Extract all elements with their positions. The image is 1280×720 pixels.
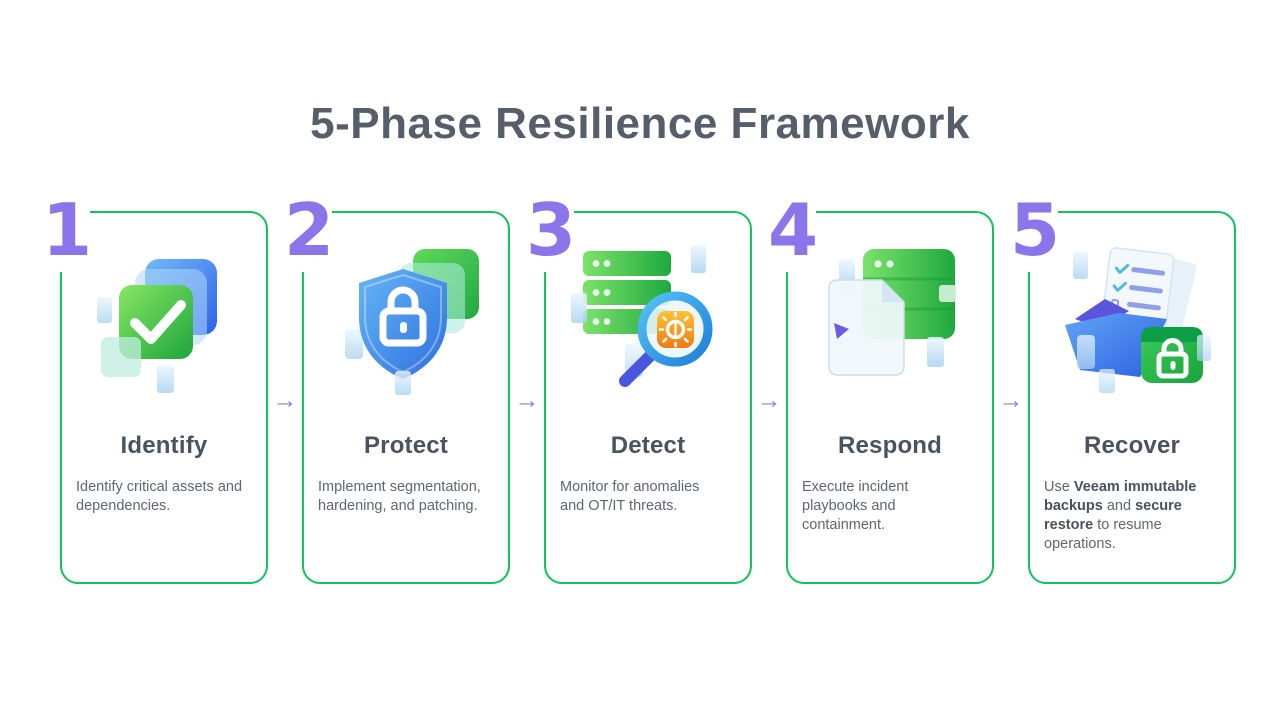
card-border [786, 211, 994, 584]
phase-number: 2 [284, 188, 335, 272]
server-magnifier-bug-icon [563, 237, 733, 397]
phase-card-respond: 4 Respond Execute incident playbooks and… [768, 194, 994, 584]
arrow-right-icon: → [756, 386, 782, 414]
folder-lock-backup-icon [1047, 237, 1217, 397]
phase-number: 5 [1010, 188, 1061, 272]
corner-mask [1025, 208, 1058, 272]
phase-title: Identify [120, 432, 208, 459]
phase-title: Protect [363, 432, 449, 459]
phase-card-detect: 3 [526, 194, 752, 584]
phase-description: Identify critical assets and dependencie… [76, 479, 243, 514]
corner-mask [57, 208, 90, 272]
corner-mask [541, 208, 574, 272]
phase-number: 3 [526, 188, 577, 272]
stacked-squares-check-icon [79, 237, 249, 397]
phase-description: Implement segmentation, hardening, and p… [318, 479, 481, 514]
card-border [1028, 211, 1236, 584]
document-restore-server-icon [805, 237, 975, 397]
phase-description: Monitor for anomalies and OT/IT threats. [560, 479, 700, 514]
corner-mask [783, 208, 816, 272]
arrow-right-icon: → [514, 386, 540, 414]
phase-title: Detect [610, 432, 686, 459]
card-border [544, 211, 752, 584]
arrow-right-icon: → [998, 386, 1024, 414]
arrow-right-icon: → [272, 386, 298, 414]
phase-card-protect: 2 Protect Implement segmentation, harden… [284, 194, 510, 584]
phase-number: 1 [42, 188, 93, 272]
shield-lock-icon [321, 237, 491, 397]
phase-card-identify: 1 Identify Identify critical assets and … [42, 194, 268, 584]
phase-title: Recover [1083, 432, 1181, 459]
page-title: 5-Phase Resilience Framework [310, 99, 970, 149]
corner-mask [299, 208, 332, 272]
phase-title: Respond [837, 432, 943, 459]
phase-description: Use Veeam immutable backups and secure r… [1044, 479, 1197, 552]
card-border [302, 211, 510, 584]
phase-number: 4 [768, 188, 819, 272]
card-border [60, 211, 268, 584]
phase-card-recover: 5 [1010, 194, 1236, 584]
phase-description: Execute incident playbooks and containme… [802, 479, 909, 533]
